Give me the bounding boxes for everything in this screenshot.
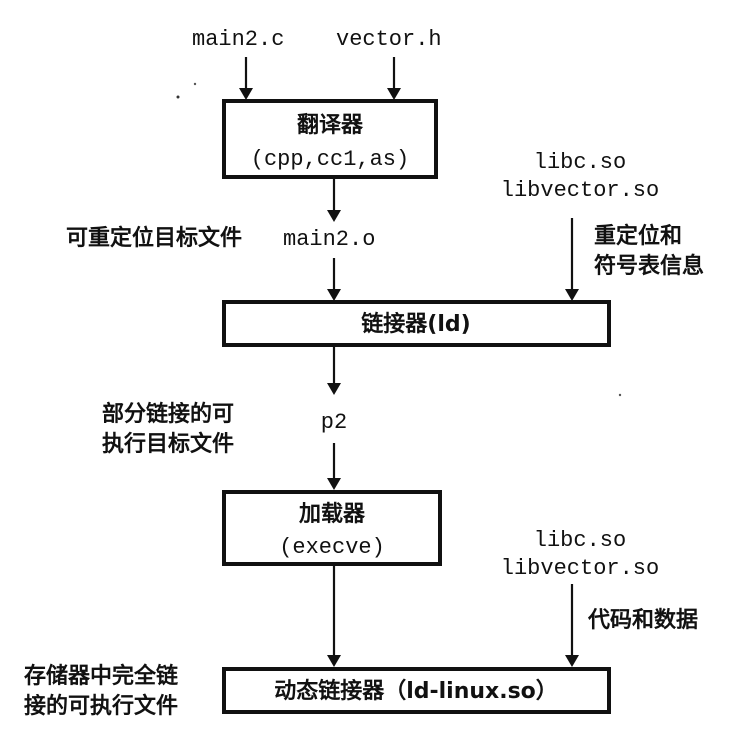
bottom-lib-libc: libc.so [534, 528, 626, 553]
linker-box: 链接器(ld) [222, 300, 611, 347]
arrow-libs-to-linker [565, 218, 579, 301]
arrow-translator-to-object [327, 179, 341, 222]
dynamic-linker-title: 动态链接器（ld-linux.so） [274, 678, 558, 704]
source-file-label: main2.c [192, 27, 284, 52]
arrow-p2-to-loader [327, 443, 341, 490]
loader-box: 加载器 (execve) [222, 490, 442, 566]
relocatable-object-label: 可重定位目标文件 [66, 225, 242, 251]
arrow-linker-to-p2 [327, 347, 341, 395]
translator-box: 翻译器 (cpp,cc1,as) [222, 99, 438, 179]
full-executable-line2: 接的可执行文件 [24, 693, 178, 719]
arrow-loader-to-dynamic-linker [327, 566, 341, 667]
arrow-header-to-translator [387, 57, 401, 100]
code-and-data-label: 代码和数据 [587, 607, 698, 633]
arrow-libs-to-dynamic-linker [565, 584, 579, 667]
scan-speck [193, 82, 197, 86]
loader-subtitle: (execve) [279, 535, 385, 560]
translator-title: 翻译器 [297, 113, 364, 138]
relocation-info-line1: 重定位和 [594, 223, 682, 249]
arrow-object-to-linker [327, 258, 341, 301]
partial-executable-line2: 执行目标文件 [102, 431, 234, 457]
relocation-info-line2: 符号表信息 [594, 253, 704, 279]
scan-speck [618, 393, 622, 397]
relocatable-object-file: main2.o [283, 227, 375, 252]
dynamic-linker-box: 动态链接器（ld-linux.so） [222, 667, 611, 714]
top-lib-libvector: libvector.so [501, 178, 659, 203]
top-lib-libc: libc.so [534, 150, 626, 175]
bottom-lib-libvector: libvector.so [501, 556, 659, 581]
translator-subtitle: (cpp,cc1,as) [251, 147, 409, 172]
partial-executable-line1: 部分链接的可 [102, 401, 234, 427]
linker-title: 链接器(ld) [361, 311, 470, 337]
scan-speck [176, 95, 180, 99]
full-executable-line1: 存储器中完全链 [24, 663, 178, 689]
partial-executable-file: p2 [321, 410, 347, 435]
header-file-label: vector.h [336, 27, 442, 52]
loader-title: 加载器 [298, 501, 366, 527]
arrow-source-to-translator [239, 57, 253, 100]
